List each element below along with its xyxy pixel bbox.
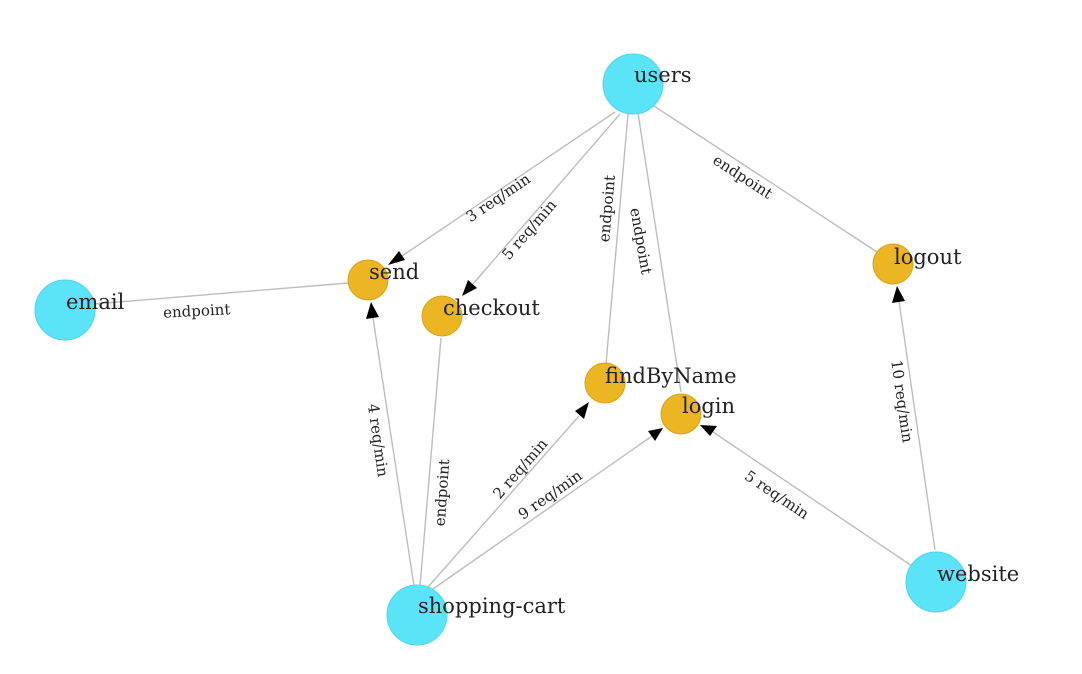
node-label-shopping-cart: shopping-cart — [418, 594, 566, 618]
node-users[interactable]: users — [602, 53, 692, 115]
node-email[interactable]: email — [34, 279, 125, 341]
endpoint-node-circle — [584, 362, 626, 404]
service-node-circle — [602, 53, 664, 115]
edge-label-email-send: endpoint — [163, 300, 231, 321]
arrow-head-icon — [366, 302, 379, 319]
edge-label-website-logout: 10 req/min — [887, 359, 916, 444]
arrow-head-icon — [388, 251, 405, 265]
node-label-login: login — [682, 394, 735, 418]
edge-website-login[interactable]: 5 req/min — [700, 425, 913, 567]
arrow-head-icon — [700, 425, 717, 436]
node-checkout[interactable]: checkout — [421, 295, 540, 337]
edge-users-login[interactable]: endpoint — [626, 112, 682, 393]
service-node-circle — [386, 584, 448, 646]
arrow-head-icon — [575, 402, 589, 419]
endpoint-node-circle — [421, 295, 463, 337]
node-label-findByName: findByName — [605, 364, 737, 388]
edge-email-send[interactable]: endpoint — [93, 282, 349, 322]
edge-users-send[interactable]: 3 req/min — [388, 111, 616, 265]
edge-label-users-send: 3 req/min — [463, 170, 534, 226]
service-node-circle — [34, 279, 96, 341]
node-findByName[interactable]: findByName — [584, 362, 737, 404]
node-login[interactable]: login — [660, 393, 735, 435]
edge-label-users-checkout: 5 req/min — [498, 196, 560, 264]
node-label-send: send — [369, 260, 419, 284]
node-logout[interactable]: logout — [872, 243, 962, 285]
node-website[interactable]: website — [905, 551, 1019, 613]
edge-cart-send[interactable]: 4 req/min — [364, 302, 415, 587]
endpoint-node-circle — [347, 259, 389, 301]
arrow-head-icon — [462, 280, 477, 296]
edge-label-users-login: endpoint — [626, 206, 655, 275]
arrow-head-icon — [892, 286, 905, 303]
endpoint-node-circle — [660, 393, 702, 435]
edge-label-users-logout: endpoint — [710, 151, 776, 203]
service-node-circle — [905, 551, 967, 613]
node-label-website: website — [937, 562, 1019, 586]
endpoint-node-circle — [872, 243, 914, 285]
edge-users-logout[interactable]: endpoint — [653, 105, 878, 253]
edge-website-logout[interactable]: 10 req/min — [887, 286, 936, 551]
nodes: users email shopping-cart website send c… — [34, 53, 1019, 646]
edge-cart-checkout[interactable]: endpoint — [419, 337, 454, 587]
node-label-email: email — [66, 290, 125, 314]
edge-label-cart-checkout: endpoint — [431, 458, 454, 526]
edge-label-users-findByName: endpoint — [595, 174, 619, 243]
node-send[interactable]: send — [347, 259, 419, 301]
arrow-head-icon — [648, 428, 663, 441]
node-label-users: users — [634, 63, 692, 87]
node-shopping-cart[interactable]: shopping-cart — [386, 584, 566, 646]
edges: 3 req/min 5 req/min endpoint endpoint en… — [93, 105, 936, 590]
edge-users-findByName[interactable]: endpoint — [595, 113, 629, 365]
node-label-checkout: checkout — [443, 296, 540, 320]
node-label-logout: logout — [894, 245, 962, 269]
